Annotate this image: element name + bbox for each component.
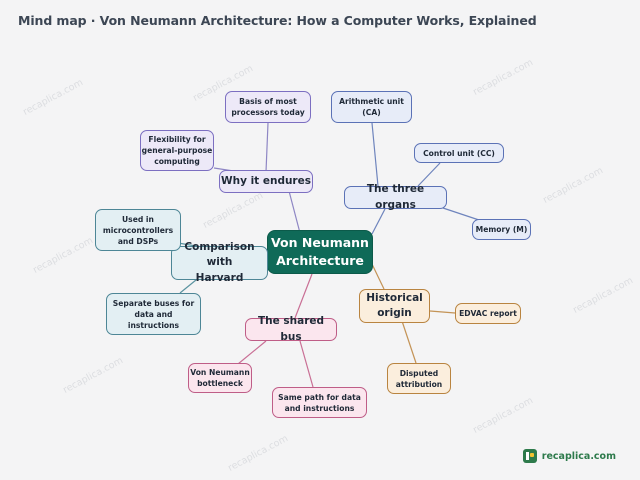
edge-organs-cc [417, 162, 441, 187]
edge-why [288, 190, 301, 234]
branch-the-shared-bus[interactable]: The shared bus [245, 315, 337, 343]
edge-organs-ca [371, 122, 379, 187]
edge-organs-m [439, 206, 483, 222]
branch-historical-origin[interactable]: Historical origin [359, 289, 430, 323]
edge-bus-bottleneck [237, 340, 267, 365]
leaf-used-in-microcontrollers[interactable]: Used in microcontrollers and DSPs [95, 209, 181, 251]
branch-why-it-endures[interactable]: Why it endures [219, 170, 313, 193]
leaf-memory[interactable]: Memory (M) [472, 219, 531, 240]
brand[interactable]: recaplica.com [522, 449, 616, 463]
leaf-arithmetic-unit[interactable]: Arithmetic unit (CA) [331, 91, 412, 123]
leaf-same-path-data-instructions[interactable]: Same path for data and instructions [272, 387, 367, 418]
leaf-flexibility-general-purpose[interactable]: Flexibility for general-purpose computin… [140, 130, 214, 171]
recaplica-logo-icon [522, 449, 537, 463]
branch-the-three-organs[interactable]: The three organs [344, 183, 447, 211]
edge-harvard-separate [179, 279, 197, 294]
edge-harvard-used [177, 242, 197, 247]
leaf-basis-of-most-processors[interactable]: Basis of most processors today [225, 91, 311, 123]
branch-comparison-with-harvard[interactable]: Comparison with Harvard [171, 241, 268, 284]
leaf-control-unit[interactable]: Control unit (CC) [414, 143, 504, 163]
edge-history [371, 263, 385, 290]
edge-why-basis [265, 122, 269, 173]
central-topic[interactable]: Von Neumann Architecture [267, 230, 373, 274]
edge-bus [294, 273, 313, 319]
leaf-edvac-report[interactable]: EDVAC report [455, 303, 521, 324]
edge-bus-same [299, 340, 314, 388]
page-title: Mind map · Von Neumann Architecture: How… [18, 13, 537, 28]
edge-history-edvac [429, 310, 456, 314]
leaf-separate-buses[interactable]: Separate buses for data and instructions [106, 293, 201, 335]
edge-history-disputed [401, 320, 417, 364]
edge-organs [371, 208, 386, 235]
leaf-disputed-attribution[interactable]: Disputed attribution [387, 363, 451, 394]
brand-name: recaplica.com [541, 450, 616, 462]
leaf-von-neumann-bottleneck[interactable]: Von Neumann bottleneck [188, 363, 252, 393]
